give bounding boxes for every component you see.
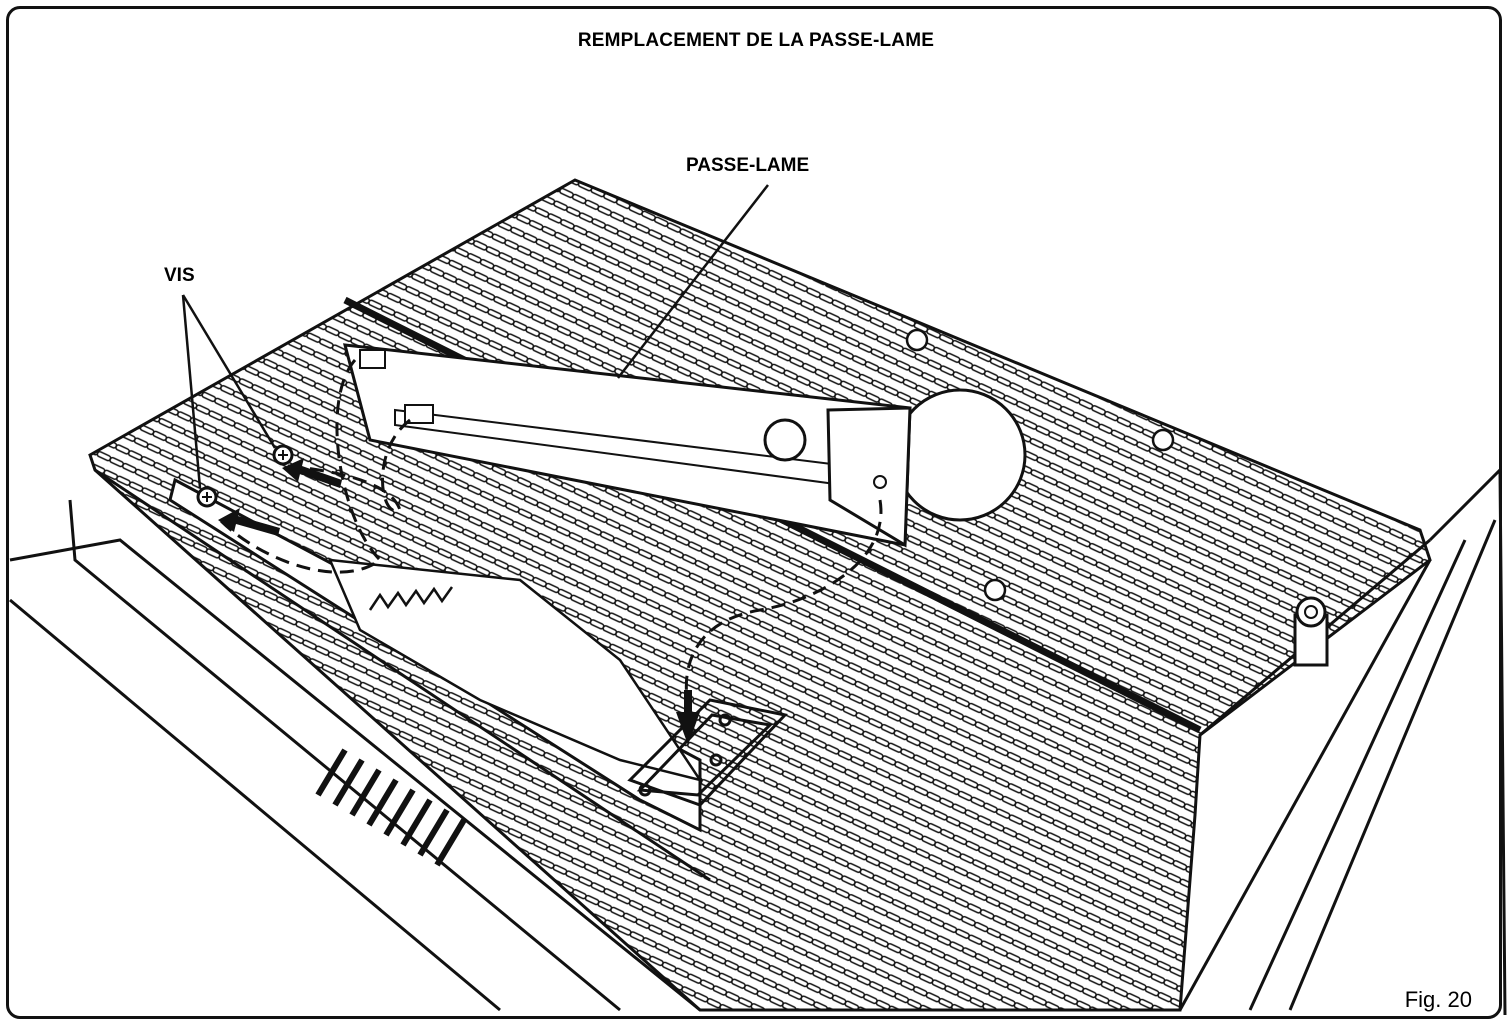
figure-number: Fig. 20 (1404, 987, 1472, 1012)
leader-lines (181, 184, 769, 489)
table-hole (893, 328, 1175, 602)
saw-base-front (9, 468, 711, 1012)
dashed-path-lines (218, 359, 883, 706)
screw-icon (196, 444, 294, 508)
vent-slots-icon (315, 748, 467, 867)
saw-table-top (88, 178, 1432, 1012)
arrow-icon (218, 458, 700, 745)
blade-plate-label: PASSE-LAME (686, 155, 810, 176)
figure-title: REMPLACEMENT DE LA PASSE-LAME (577, 30, 935, 51)
knob-icon (1293, 596, 1329, 667)
screws-label: VIS (164, 265, 195, 286)
blade-plate-part (342, 343, 912, 548)
